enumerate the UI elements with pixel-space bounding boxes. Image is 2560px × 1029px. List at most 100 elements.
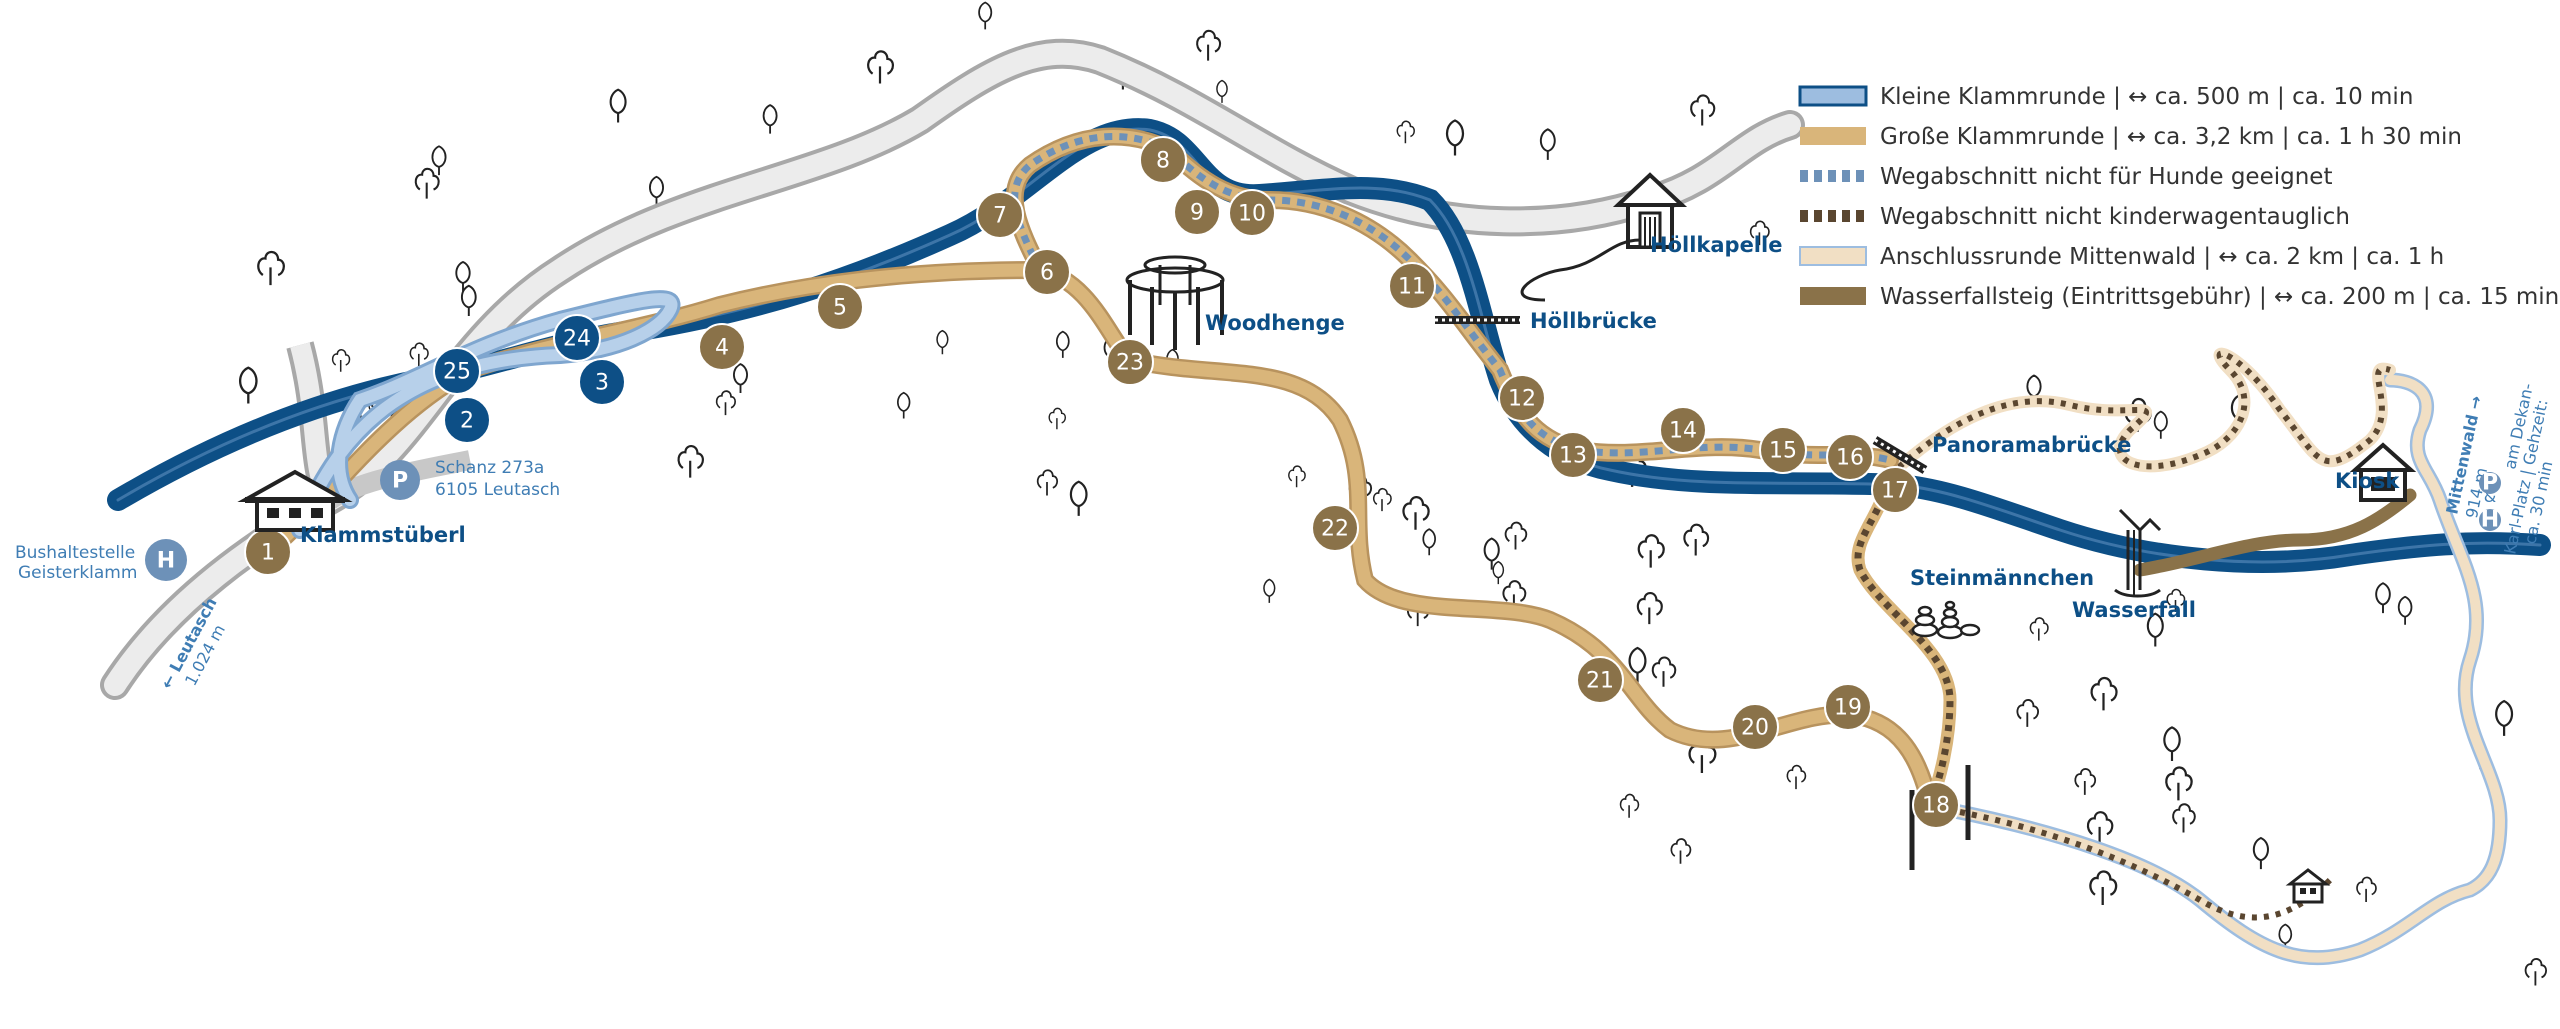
tree-icon [2086,811,2114,844]
stop-marker-14: 14 [1659,406,1707,454]
legend-label-dogs: Wegabschnitt nicht für Hunde geeignet [1880,164,2332,190]
parking-symbol: P [392,469,408,494]
wasserfall-label: Wasserfall [2072,598,2196,622]
legend-item-small: Kleine Klammrunde | ↔ ca. 500 m | ca. 10… [1798,84,2413,110]
tree-icon [2356,876,2377,903]
stop-number-17: 17 [1881,479,1909,504]
stop-marker-17: 17 [1871,466,1919,514]
stop-number-1: 1 [261,541,275,566]
tree-icon [1619,793,1640,818]
stop-number-22: 22 [1321,517,1349,542]
stop-number-21: 21 [1586,669,1614,694]
tree-icon [431,145,447,176]
tree-icon [2397,595,2413,625]
panoramabrucke-bridge [1872,436,1928,474]
mittenwald-bus-symbol: H [2481,508,2499,533]
tree-icon [649,175,664,206]
hollbrucke-label: Höllbrücke [1530,309,1657,333]
waterfall-trail [2133,488,2417,577]
mittenwald-loop [1884,347,2508,966]
bus-stop-marker: H Bushaltestelle Geisterklamm [15,539,187,583]
woodhenge-icon [1125,255,1225,350]
legend-item-waterfall: Wasserfallsteig (Eintrittsgebühr) | ↔ ca… [1800,284,2559,310]
tree-icon [1069,480,1088,516]
tree-icon [1651,656,1677,687]
legend-item-mittenwald: Anschlussrunde Mittenwald | ↔ ca. 2 km |… [1799,244,2444,270]
parking-marker: P Schanz 273a 6105 Leutasch [380,458,560,500]
tree-icon [1670,838,1692,864]
tree-icon [1690,94,1716,126]
stop-marker-25: 25 [433,347,481,395]
woodhenge-label: Woodhenge [1205,311,1345,335]
stop-marker-6: 6 [1023,248,1071,296]
stop-number-11: 11 [1398,275,1426,300]
legend-item-stroller: Wegabschnitt nicht kinderwagentauglich [1800,204,2350,230]
stop-number-20: 20 [1741,716,1769,741]
steinmannchen-label: Steinmännchen [1910,566,2094,590]
stop-marker-21: 21 [1576,656,1624,704]
tree-icon [1628,646,1647,683]
tree-icon [2278,923,2293,951]
bus-symbol: H [157,549,175,574]
road [100,38,1805,700]
hollkapelle-label: Höllkapelle [1650,233,1782,257]
panoramabrucke-label: Panoramabrücke [1932,433,2131,457]
tree-icon [1048,407,1067,430]
stop-number-18: 18 [1922,794,1950,819]
stop-number-8: 8 [1156,149,1170,174]
tree-icon [2029,617,2049,641]
klammstuberl-house-icon [237,469,353,532]
map-legend: Kleine Klammrunde | ↔ ca. 500 m | ca. 10… [1798,84,2559,310]
tree-icon [1636,591,1663,625]
stop-number-13: 13 [1559,444,1587,469]
tree-icon [414,167,440,199]
tree-icon [2166,588,2186,612]
kiosk-icon [2349,442,2417,502]
chapel-path [1520,238,1641,302]
tree-icon [460,284,477,317]
tree-icon [1402,496,1430,530]
tree-icon [238,366,258,404]
stop-number-10: 10 [1238,202,1266,227]
tree-icon [2074,768,2097,795]
kiosk-label: Kiosk [2335,469,2400,493]
small-loop-trail [291,290,681,539]
tree-icon [409,342,429,367]
tree-icon [2165,766,2193,801]
tree-icon [2252,836,2269,870]
tree-icon [762,104,778,134]
stop-marker-24: 24 [553,314,601,362]
tree-icon [2026,374,2042,405]
tree-icon [2375,582,2391,614]
tree-icon [1422,528,1436,556]
stop-marker-9: 9 [1173,188,1221,236]
tree-icon [1445,119,1465,156]
tree-icon [2153,410,2168,439]
legend-swatch-big [1800,127,1866,145]
tree-icon [1483,537,1500,570]
tree-icon [1683,523,1710,556]
stop-marker-3: 3 [578,358,626,406]
stop-marker-16: 16 [1826,433,1874,481]
stop-marker-22: 22 [1311,504,1359,552]
legend-label-small: Kleine Klammrunde | ↔ ca. 500 m | ca. 10… [1880,84,2413,110]
tree-icon [455,260,471,292]
stop-number-4: 4 [715,336,729,361]
stop-marker-18: 18 [1912,781,1960,829]
stop-number-24: 24 [563,327,591,352]
tree-icon [1288,465,1306,488]
legend-item-big: Große Klammrunde | ↔ ca. 3,2 km | ca. 1 … [1800,124,2462,150]
stop-number-15: 15 [1769,439,1797,464]
legend-swatch-mittenwald [1799,246,1867,266]
tree-icon [1504,521,1528,550]
tree-icon [257,250,285,286]
tree-icon [2146,612,2164,647]
stop-number-25: 25 [443,360,471,385]
tree-icon [2089,870,2118,905]
tree-icon [2090,676,2118,711]
stop-marker-19: 19 [1824,683,1872,731]
tree-icon [2495,699,2514,736]
big-loop-trail [259,127,1957,814]
